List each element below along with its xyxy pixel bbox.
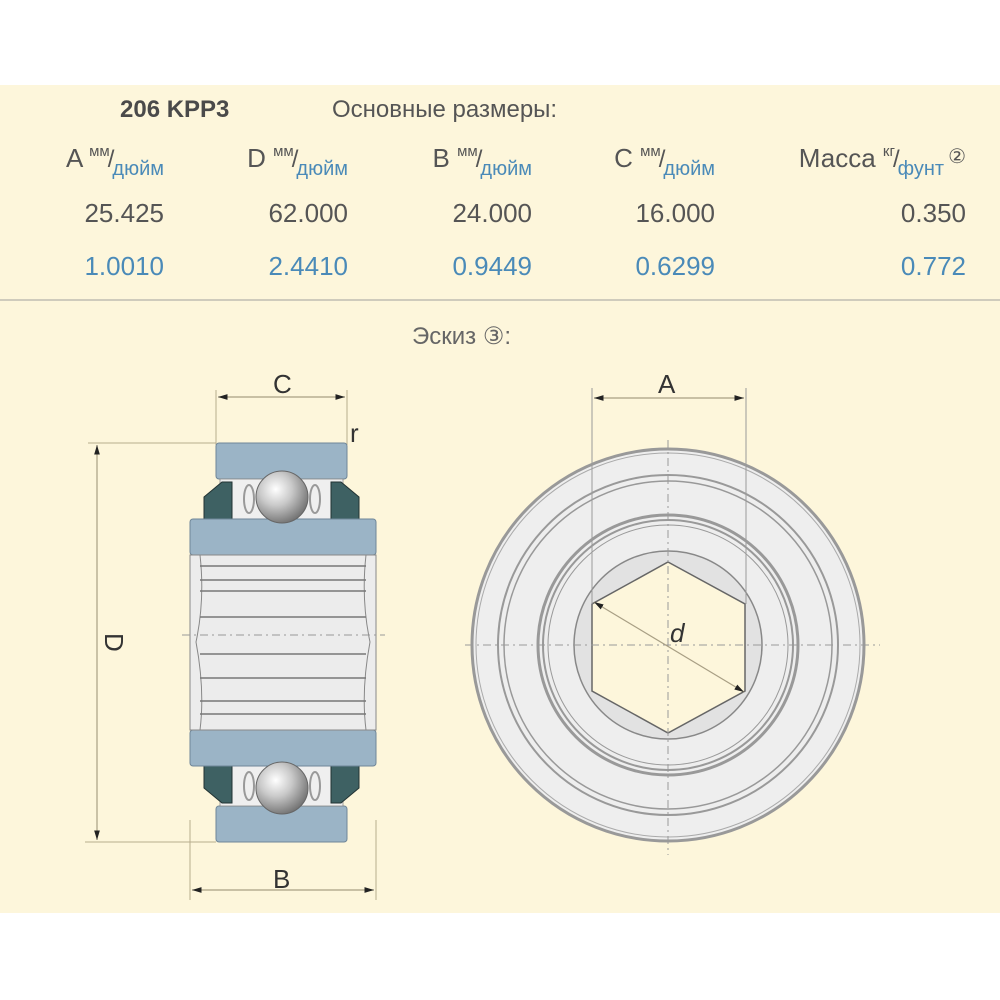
column-header-c: C мм/дюйм [614, 143, 715, 181]
value-d-inch: 2.4410 [268, 251, 348, 281]
unit-inch: дюйм [663, 158, 715, 180]
unit-slash: / [475, 146, 483, 173]
dimension-line-bore [593, 601, 745, 693]
column-header-mass: Масса кг/фунт② [799, 143, 966, 181]
dim-label: C [614, 143, 633, 173]
unit-mm: мм [273, 143, 294, 160]
sketch-label: Эскиз ③: [412, 323, 512, 350]
value-b-inch: 0.9449 [452, 251, 532, 281]
unit-slash: / [892, 146, 900, 173]
column-header-d: D мм/дюйм [247, 143, 348, 181]
label-d-outer: D [99, 633, 129, 652]
footnote-marker: ② [948, 146, 966, 168]
value-c-inch: 0.6299 [635, 251, 715, 281]
unit-slash: / [291, 146, 299, 173]
label-b: B [273, 864, 290, 894]
unit-mm: мм [640, 143, 661, 160]
label-r: r [350, 418, 359, 448]
value-b-mm: 24.000 [452, 198, 532, 228]
front-view: A d [465, 369, 880, 855]
unit-slash: / [658, 146, 666, 173]
value-mass-kg: 0.350 [900, 198, 966, 228]
value-c-mm: 16.000 [635, 198, 715, 228]
unit-lb: фунт [897, 158, 945, 180]
dim-label: D [247, 143, 266, 173]
section-divider [0, 299, 1000, 301]
label-bore-d: d [670, 618, 686, 648]
label-a: A [658, 369, 676, 399]
value-a-inch: 1.0010 [84, 251, 164, 281]
dim-label: Масса [798, 143, 876, 173]
side-view: C r D B [85, 369, 385, 900]
unit-inch: дюйм [112, 158, 164, 180]
ball-top [255, 470, 309, 524]
dim-label: B [432, 143, 450, 173]
bearing-spec-panel [0, 85, 1000, 913]
unit-inch: дюйм [296, 158, 348, 180]
value-mass-lb: 0.772 [900, 251, 966, 281]
label-c: C [273, 369, 292, 399]
value-d-mm: 62.000 [268, 198, 348, 228]
value-a-mm: 25.425 [84, 198, 164, 228]
ball-bottom [255, 761, 309, 815]
model-title: 206 KPP3 [120, 96, 230, 123]
unit-mm: мм [457, 143, 478, 160]
section-title: Основные размеры: [332, 96, 558, 123]
unit-kg: кг [882, 143, 895, 160]
column-header-b: B мм/дюйм [433, 143, 532, 181]
column-header-a: A мм/дюйм [66, 143, 164, 181]
unit-mm: мм [89, 143, 110, 160]
unit-inch: дюйм [480, 158, 532, 180]
dim-label: A [65, 143, 82, 173]
unit-slash: / [107, 146, 115, 173]
